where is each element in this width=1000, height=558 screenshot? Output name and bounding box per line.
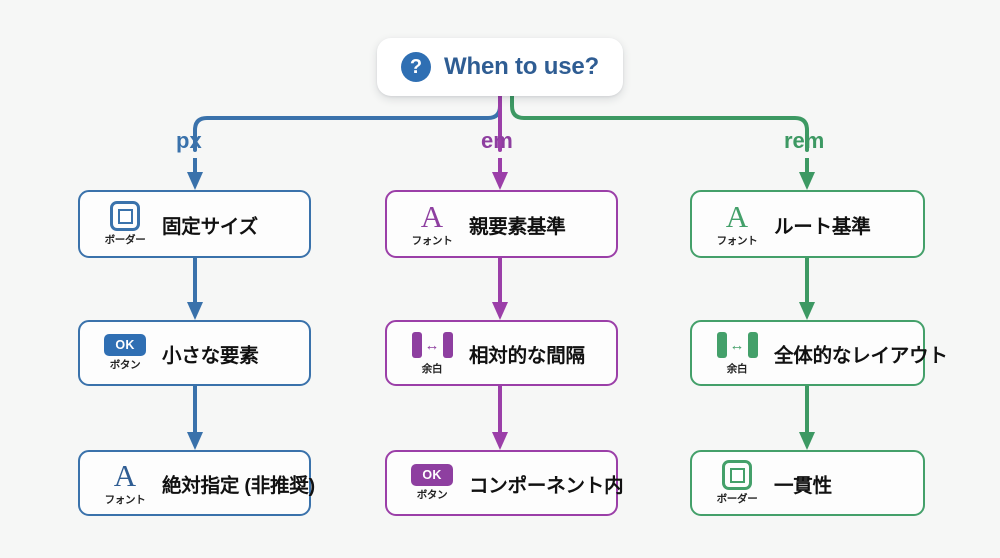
spacing-bar-left (716, 332, 727, 358)
spacing-bar-right (747, 332, 758, 358)
node-px-1[interactable]: ボーダー 固定サイズ (78, 190, 311, 258)
node-label: コンポーネント内 (469, 474, 624, 497)
node-label: 一貫性 (774, 474, 832, 497)
double-arrow-icon: ↔ (424, 336, 440, 354)
badge-caption: フォント (716, 234, 758, 247)
font-icon: A (725, 198, 749, 234)
column-label-rem: rem (784, 128, 825, 153)
node-em-1[interactable]: A フォント 親要素基準 (385, 190, 618, 258)
badge-caption: 余白 (421, 363, 443, 375)
badge-caption: ボタン (416, 489, 448, 502)
node-em-3[interactable]: OK ボタン コンポーネント内 (385, 450, 624, 516)
button-icon: OK (411, 463, 453, 487)
node-badge: OK ボタン (401, 463, 463, 502)
badge-caption: ボーダー (716, 493, 758, 505)
node-rem-2[interactable]: ↔ 余白 全体的なレイアウト (690, 320, 948, 386)
column-label-em: em (481, 128, 513, 153)
badge-caption: フォント (104, 493, 146, 506)
node-label: 絶対指定 (非推奨) (162, 474, 315, 497)
node-px-3[interactable]: A フォント 絶対指定 (非推奨) (78, 450, 315, 516)
node-label: 固定サイズ (162, 215, 258, 238)
spacing-bar-left (411, 332, 422, 358)
badge-caption: ボーダー (104, 234, 146, 246)
node-px-2[interactable]: OK ボタン 小さな要素 (78, 320, 311, 386)
node-badge: ↔ 余白 (401, 330, 463, 376)
node-badge: ボーダー (94, 201, 156, 247)
node-badge: ↔ 余白 (706, 330, 768, 376)
font-icon: A (420, 198, 444, 234)
spacing-bar-right (442, 332, 453, 358)
root-title: When to use? (444, 53, 599, 80)
node-badge: A フォント (401, 201, 463, 248)
node-rem-3[interactable]: ボーダー 一貫性 (690, 450, 925, 516)
button-icon: OK (104, 333, 146, 357)
spacing-icon: ↔ (716, 330, 758, 360)
badge-caption: ボタン (109, 359, 141, 372)
border-icon (110, 201, 140, 231)
question-mark-circle-icon: ? (401, 52, 432, 82)
node-badge: A フォント (94, 460, 156, 507)
column-label-px: px (176, 128, 202, 153)
node-em-2[interactable]: ↔ 余白 相対的な間隔 (385, 320, 618, 386)
node-label: ルート基準 (774, 215, 871, 238)
badge-caption: フォント (411, 234, 453, 247)
spacing-icon: ↔ (411, 330, 453, 360)
node-label: 全体的なレイアウト (774, 344, 948, 367)
node-badge: A フォント (706, 201, 768, 248)
border-icon (722, 460, 752, 490)
root-card[interactable]: ? When to use? (377, 38, 623, 96)
node-label: 小さな要素 (162, 344, 259, 367)
badge-caption: 余白 (726, 363, 748, 375)
node-badge: OK ボタン (94, 333, 156, 372)
node-label: 相対的な間隔 (469, 344, 585, 367)
node-rem-1[interactable]: A フォント ルート基準 (690, 190, 925, 258)
node-badge: ボーダー (706, 460, 768, 506)
double-arrow-icon: ↔ (729, 336, 745, 354)
node-label: 親要素基準 (469, 215, 566, 238)
font-icon: A (113, 457, 137, 493)
